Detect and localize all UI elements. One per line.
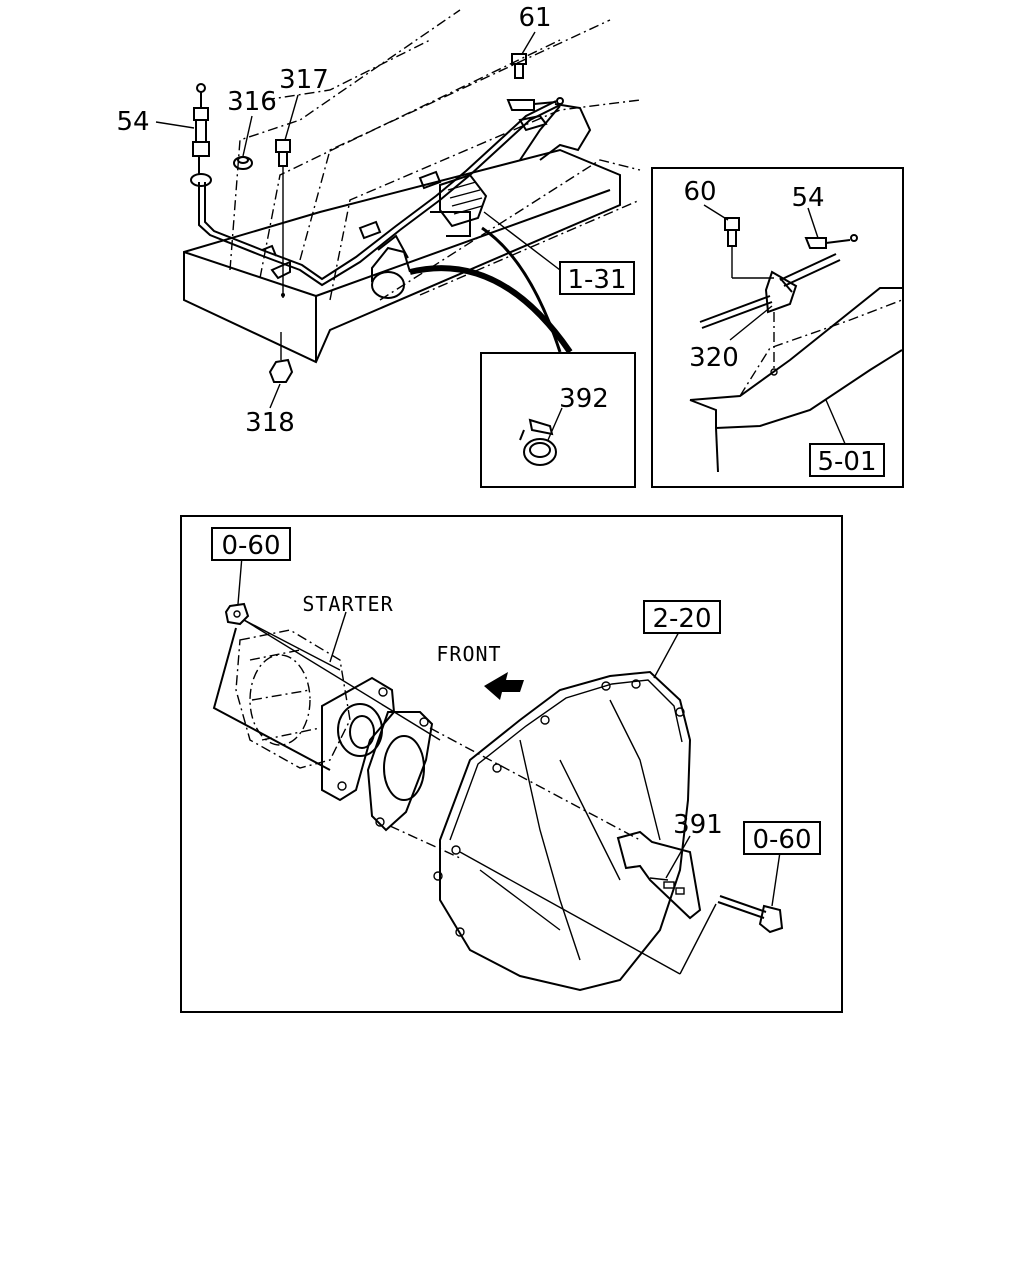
starter-detail-panel bbox=[180, 515, 843, 1013]
detail-box-cable-bracket bbox=[651, 167, 904, 488]
ref-label-5-01: 5-01 bbox=[817, 447, 876, 477]
callout-391: 391 bbox=[673, 810, 723, 840]
ref-label-2-20: 2-20 bbox=[652, 604, 711, 634]
ref-box-1-31[interactable]: 1-31 bbox=[559, 261, 635, 295]
callout-318: 318 bbox=[245, 408, 295, 438]
callout-54: 54 bbox=[116, 107, 149, 137]
detail-box-392 bbox=[480, 352, 636, 488]
callout-316: 316 bbox=[227, 87, 277, 117]
ref-label-1-31: 1-31 bbox=[567, 265, 626, 295]
ref-label-0-60-bottom: 0-60 bbox=[752, 825, 811, 855]
ref-box-0-60-top[interactable]: 0-60 bbox=[211, 527, 291, 561]
frame-cable-assembly bbox=[155, 9, 641, 409]
ref-label-0-60-top: 0-60 bbox=[221, 531, 280, 561]
ref-box-0-60-bottom[interactable]: 0-60 bbox=[743, 821, 821, 855]
callout-60: 60 bbox=[683, 177, 716, 207]
starter-label: STARTER bbox=[302, 592, 393, 616]
callout-392: 392 bbox=[559, 384, 609, 414]
ref-box-5-01[interactable]: 5-01 bbox=[809, 443, 885, 477]
callout-320: 320 bbox=[689, 343, 739, 373]
callout-61: 61 bbox=[518, 3, 551, 33]
ref-box-2-20[interactable]: 2-20 bbox=[643, 600, 721, 634]
callout-317: 317 bbox=[279, 65, 329, 95]
callout-54-detail: 54 bbox=[791, 183, 824, 213]
front-label: FRONT bbox=[436, 642, 501, 666]
